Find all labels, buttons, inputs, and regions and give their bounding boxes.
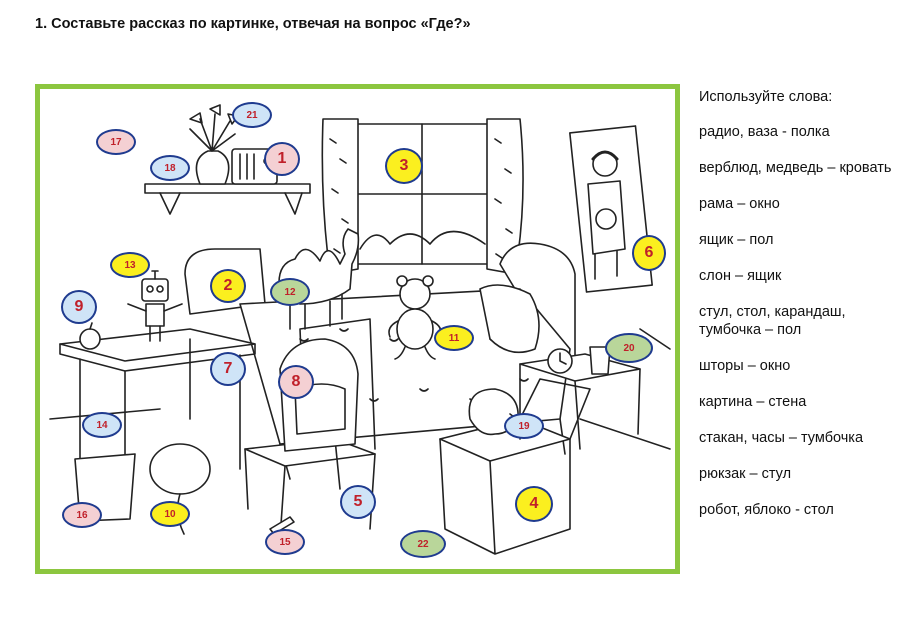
number-badge-19: 19 [504, 413, 544, 439]
number-badge-8: 8 [278, 365, 314, 399]
number-badge-17: 17 [96, 129, 136, 155]
curtain-right [486, 118, 524, 275]
wall-corner [639, 328, 671, 350]
number-badge-14: 14 [82, 412, 122, 438]
number-badge-18: 18 [150, 155, 190, 181]
task-title: 1. Составьте рассказ по картинке, отвеча… [35, 16, 471, 32]
clock [547, 348, 573, 374]
word-item: шторы – окно [699, 358, 791, 374]
number-badge-22: 22 [400, 530, 446, 558]
number-badge-1: 1 [264, 142, 300, 176]
number-badge-4: 4 [515, 486, 553, 522]
table [59, 328, 256, 500]
word-item: слон – ящик [699, 268, 782, 284]
word-item: картина – стена [699, 394, 807, 410]
number-badge-12: 12 [270, 278, 310, 306]
number-badge-13: 13 [110, 252, 150, 278]
word-item: верблюд, медведь – кровать [699, 160, 892, 176]
word-item: рама – окно [699, 196, 780, 212]
number-badge-9: 9 [61, 290, 97, 324]
poster [569, 125, 653, 293]
word-list: Используйте слова: радио, ваза - полка в… [699, 88, 909, 537]
robot [127, 270, 183, 342]
word-item: ящик – пол [699, 232, 774, 248]
number-badge-20: 20 [605, 333, 653, 363]
number-badge-5: 5 [340, 485, 376, 519]
number-badge-3: 3 [385, 148, 423, 184]
vase [189, 104, 239, 185]
number-badge-15: 15 [265, 529, 305, 555]
number-badge-21: 21 [232, 102, 272, 128]
shelf [144, 183, 311, 215]
number-badge-10: 10 [150, 501, 190, 527]
number-badge-7: 7 [210, 352, 246, 386]
number-badge-16: 16 [62, 502, 102, 528]
teddy-bear [388, 275, 442, 360]
word-item: робот, яблоко - стол [699, 502, 834, 518]
word-item: стакан, часы – тумбочка [699, 430, 864, 446]
apple [79, 322, 101, 350]
glass [589, 346, 611, 375]
word-item: радио, ваза - полка [699, 124, 830, 140]
number-badge-6: 6 [632, 235, 666, 271]
word-item: рюкзак – стул [699, 466, 792, 482]
word-list-intro: Используйте слова: [699, 89, 833, 105]
number-badge-11: 11 [434, 325, 474, 351]
room-illustration [49, 104, 671, 555]
window [354, 123, 491, 265]
number-badge-2: 2 [210, 269, 246, 303]
word-item: стул, стол, карандаш, тумбочка – пол [699, 304, 846, 338]
room-picture [35, 84, 680, 574]
